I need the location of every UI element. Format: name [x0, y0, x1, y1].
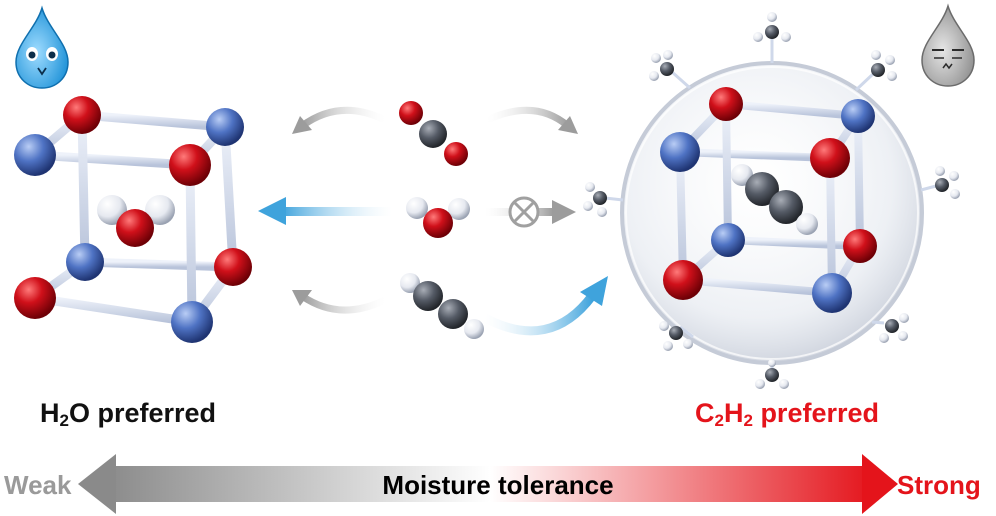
methyl-group-icon	[871, 313, 909, 343]
methyl-group-icon	[753, 12, 791, 63]
blocked-arrow-water-right	[485, 196, 576, 228]
selected-arrow-acetylene-right	[482, 276, 608, 336]
metal-node	[171, 301, 213, 343]
methyl-group-icon	[583, 182, 624, 217]
methyl-group-icon	[659, 321, 694, 351]
c2h2-preferred-label: C2H2 preferred	[695, 398, 879, 430]
methyl-group-icon	[920, 166, 960, 199]
blocked-circle-x-icon	[508, 196, 540, 228]
water-drop-mascot-icon	[15, 5, 69, 89]
acetylene-molecule	[400, 273, 484, 339]
rejected-arrow-acetylene-left	[292, 290, 387, 314]
water-molecule-in-cage	[97, 195, 175, 247]
oxygen-atom	[810, 138, 850, 178]
metal-node	[206, 108, 244, 146]
right-mof-cage	[660, 87, 877, 313]
selected-arrow-water-left	[258, 197, 392, 225]
methyl-group-icon	[755, 359, 789, 389]
metal-node	[66, 243, 104, 281]
h2o-preferred-label: H2O preferred	[40, 398, 217, 430]
weak-label: Weak	[4, 470, 72, 500]
moisture-tolerance-axis	[78, 454, 898, 514]
methyl-group-icon	[854, 50, 897, 92]
grey-drop-mascot-icon	[921, 3, 975, 87]
metal-node	[711, 223, 745, 257]
oxygen-atom	[709, 87, 743, 121]
metal-node	[14, 134, 56, 176]
oxygen-atom	[843, 229, 877, 263]
oxygen-atom	[214, 248, 252, 286]
oxygen-atom	[14, 277, 56, 319]
rejected-arrow-co2-right	[485, 106, 578, 134]
oxygen-atom	[169, 144, 211, 186]
acetylene-in-cage	[731, 164, 818, 235]
oxygen-atom	[63, 96, 101, 134]
methyl-groups	[583, 12, 960, 389]
rejected-arrow-co2-left	[292, 106, 387, 134]
methyl-group-icon	[649, 50, 691, 90]
strong-label: Strong	[897, 470, 981, 500]
metal-node	[841, 99, 875, 133]
water-molecule	[406, 197, 470, 238]
left-mof-cage	[14, 96, 252, 343]
metal-node	[660, 132, 700, 172]
axis-title: Moisture tolerance	[382, 470, 614, 500]
oxygen-atom	[663, 260, 703, 300]
metal-node	[812, 273, 852, 313]
co2-molecule	[399, 101, 468, 166]
